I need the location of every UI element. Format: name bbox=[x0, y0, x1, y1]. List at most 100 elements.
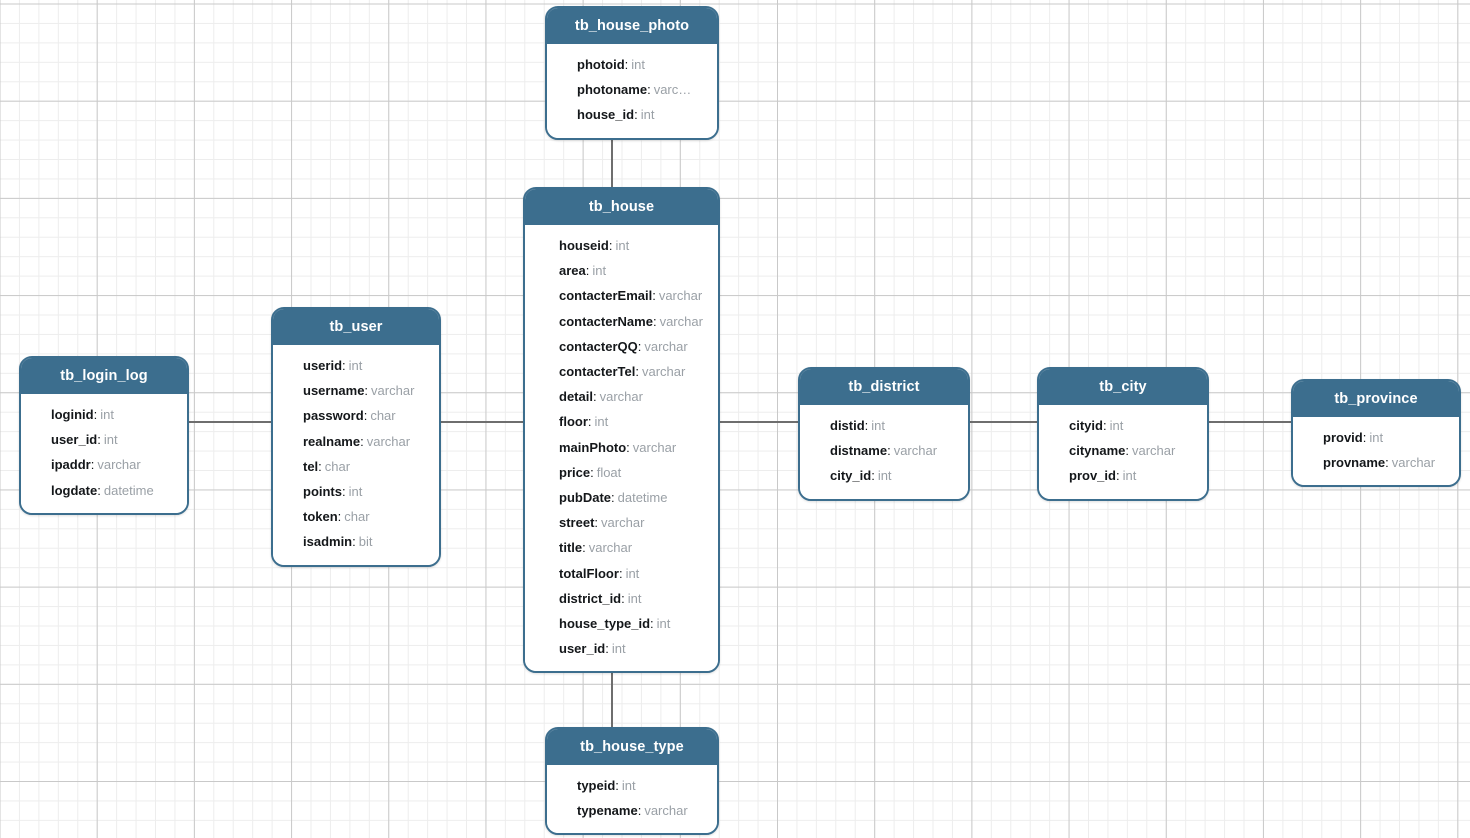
entity-title-tb_city: tb_city bbox=[1039, 369, 1207, 405]
field-type: varchar bbox=[371, 383, 415, 399]
field-type: int bbox=[1109, 418, 1124, 433]
field-separator: : bbox=[590, 464, 594, 480]
entity-title-tb_house_type: tb_house_type bbox=[547, 729, 717, 765]
field-row[interactable]: provid:int bbox=[1293, 425, 1459, 450]
field-row[interactable]: detail:varchar bbox=[525, 384, 718, 409]
field-row[interactable]: photoname:varc… bbox=[547, 77, 717, 102]
field-row[interactable]: floor:int bbox=[525, 409, 718, 434]
field-type: int bbox=[627, 590, 642, 606]
field-separator: : bbox=[1362, 430, 1367, 445]
field-row[interactable]: contacterEmail:varchar bbox=[525, 283, 718, 308]
field-row[interactable]: district_id:int bbox=[525, 586, 718, 611]
field-row[interactable]: title:varchar bbox=[525, 535, 718, 560]
field-type: int bbox=[631, 57, 646, 72]
field-row[interactable]: username:varchar bbox=[273, 378, 439, 403]
field-row[interactable]: typeid:int bbox=[547, 773, 717, 798]
field-row[interactable]: house_type_id:int bbox=[525, 611, 718, 636]
field-separator: : bbox=[342, 484, 346, 500]
field-type: varchar bbox=[644, 803, 688, 819]
field-row[interactable]: typename:varchar bbox=[547, 798, 717, 823]
field-name: typename bbox=[577, 803, 638, 819]
relationship-line-tb_house_photo-to-tb_house[interactable] bbox=[611, 131, 613, 188]
field-name: prov_id bbox=[1069, 468, 1116, 484]
field-row[interactable]: contacterQQ:varchar bbox=[525, 334, 718, 359]
field-name: detail bbox=[559, 389, 593, 405]
field-row[interactable]: userid:int bbox=[273, 353, 439, 378]
field-separator: : bbox=[337, 509, 342, 525]
field-row[interactable]: user_id:int bbox=[525, 636, 718, 661]
field-row[interactable]: points:int bbox=[273, 479, 439, 504]
field-separator: : bbox=[1385, 455, 1389, 471]
field-type: varchar bbox=[632, 439, 677, 455]
field-row[interactable]: prov_id:int bbox=[1039, 463, 1207, 488]
field-name: loginid bbox=[51, 407, 94, 422]
field-separator: : bbox=[363, 408, 368, 424]
field-separator: : bbox=[342, 358, 346, 373]
field-row[interactable]: loginid:int bbox=[21, 402, 187, 427]
field-name: contacterTel bbox=[559, 364, 636, 380]
field-row[interactable]: cityid:int bbox=[1039, 413, 1207, 438]
field-name: points bbox=[303, 484, 342, 500]
field-row[interactable]: area:int bbox=[525, 258, 718, 283]
field-row[interactable]: distname:varchar bbox=[800, 438, 968, 463]
field-separator: : bbox=[582, 540, 586, 556]
field-row[interactable]: logdate:datetime bbox=[21, 478, 187, 503]
field-separator: : bbox=[1115, 468, 1120, 484]
field-type: int bbox=[592, 263, 607, 279]
field-row[interactable]: photoid:int bbox=[547, 52, 717, 77]
field-row[interactable]: pubDate:datetime bbox=[525, 485, 718, 510]
field-row[interactable]: house_id:int bbox=[547, 102, 717, 127]
relationship-line-tb_login_log-to-tb_user[interactable] bbox=[188, 421, 273, 423]
field-row[interactable]: isadmin:bit bbox=[273, 529, 439, 554]
field-row[interactable]: user_id:int bbox=[21, 427, 187, 452]
field-name: price bbox=[559, 464, 591, 480]
field-row[interactable]: ipaddr:varchar bbox=[21, 452, 187, 477]
field-type: int bbox=[625, 565, 640, 581]
field-row[interactable]: city_id:int bbox=[800, 463, 968, 488]
field-name: distid bbox=[830, 418, 865, 433]
field-row[interactable]: totalFloor:int bbox=[525, 561, 718, 586]
field-separator: : bbox=[93, 407, 98, 422]
field-name: houseid bbox=[559, 238, 609, 253]
field-type: int bbox=[103, 432, 118, 448]
field-row[interactable]: price:float bbox=[525, 460, 718, 485]
relationship-line-tb_house-to-tb_house_type[interactable] bbox=[611, 664, 613, 728]
field-row[interactable]: token:char bbox=[273, 504, 439, 529]
relationship-line-tb_district-to-tb_city[interactable] bbox=[968, 421, 1039, 423]
relationship-line-tb_house-to-tb_district[interactable] bbox=[719, 421, 800, 423]
field-row[interactable]: provname:varchar bbox=[1293, 450, 1459, 475]
field-row[interactable]: mainPhoto:varchar bbox=[525, 435, 718, 460]
field-type: varchar bbox=[1391, 455, 1436, 471]
field-separator: : bbox=[650, 616, 654, 632]
field-separator: : bbox=[318, 458, 322, 474]
field-type: int bbox=[871, 418, 886, 433]
field-row[interactable]: street:varchar bbox=[525, 510, 718, 535]
field-row[interactable]: contacterName:varchar bbox=[525, 309, 718, 334]
field-row[interactable]: tel:char bbox=[273, 454, 439, 479]
field-row[interactable]: cityname:varchar bbox=[1039, 438, 1207, 463]
field-row[interactable]: password:char bbox=[273, 403, 439, 428]
field-separator: : bbox=[637, 803, 642, 819]
field-row[interactable]: contacterTel:varchar bbox=[525, 359, 718, 384]
field-row[interactable]: houseid:int bbox=[525, 233, 718, 258]
field-separator: : bbox=[635, 364, 639, 380]
field-name: user_id bbox=[51, 432, 98, 448]
field-type: varchar bbox=[97, 457, 141, 473]
relationship-line-tb_city-to-tb_province[interactable] bbox=[1207, 421, 1293, 423]
relationship-line-tb_user-to-tb_house[interactable] bbox=[440, 421, 525, 423]
field-row[interactable]: distid:int bbox=[800, 413, 968, 438]
field-separator: : bbox=[360, 433, 364, 449]
field-type: int bbox=[615, 238, 630, 253]
field-row[interactable]: realname:varchar bbox=[273, 429, 439, 454]
field-type: int bbox=[348, 358, 363, 373]
